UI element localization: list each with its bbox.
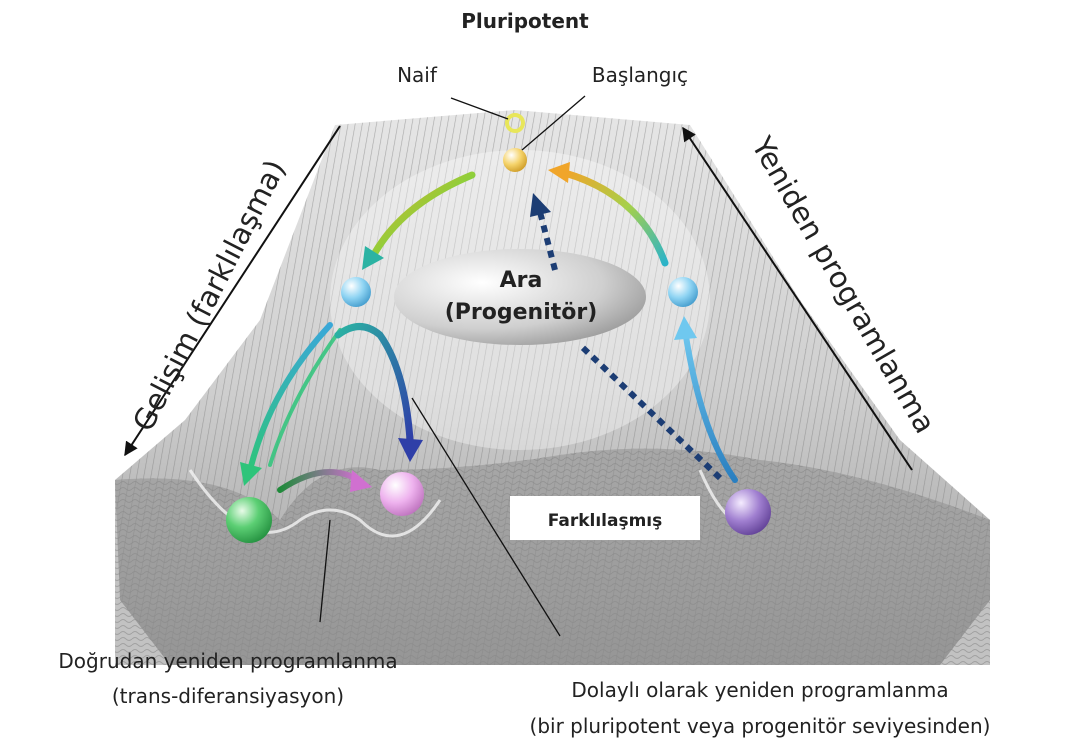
indirect-reprogramming-line1: Dolaylı olarak yeniden programlanma [571, 678, 948, 702]
green-differentiated-cell [226, 497, 272, 543]
direct-reprogramming-line1: Doğrudan yeniden programlanma [58, 649, 397, 673]
intermediate-label-line2: (Progenitör) [445, 300, 598, 325]
purple-differentiated-cell [725, 489, 771, 535]
intermediate-ellipse [394, 249, 646, 345]
indirect-reprogramming-line2: (bir pluripotent veya progenitör seviyes… [530, 714, 991, 738]
direct-reprogramming-line2: (trans-diferansiyasyon) [112, 684, 344, 708]
progenitor-cell-left [341, 277, 371, 307]
pink-differentiated-cell [380, 472, 424, 516]
pluripotent-title: Pluripotent [461, 9, 589, 33]
primed-cell [503, 148, 527, 172]
naive-label: Naif [397, 63, 438, 87]
intermediate-label-line1: Ara [500, 268, 543, 293]
differentiated-label: Farklılaşmış [548, 511, 663, 531]
primed-label: Başlangıç [592, 63, 688, 87]
progenitor-cell-right [668, 277, 698, 307]
